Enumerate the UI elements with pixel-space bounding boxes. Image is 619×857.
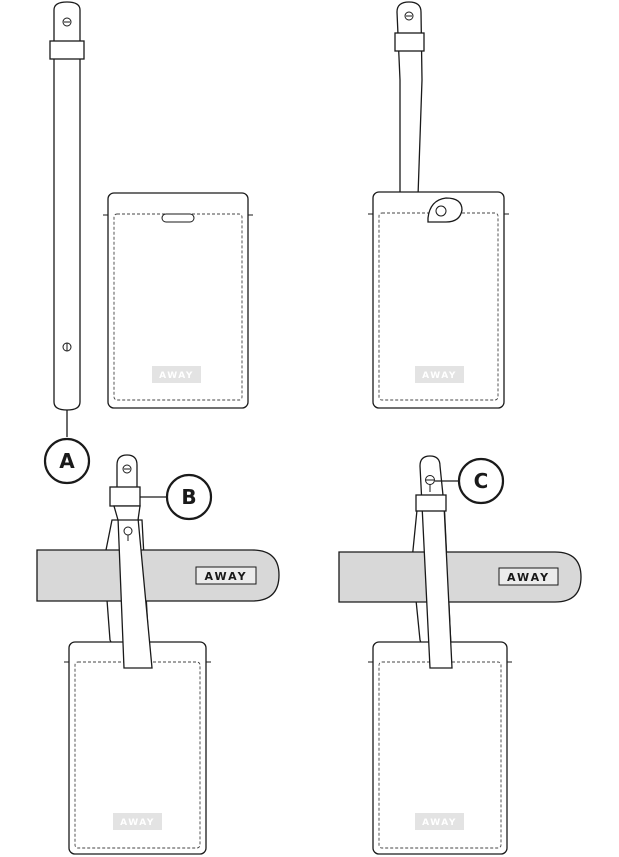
suitcase-handle: AWAY	[36, 549, 280, 602]
callout-a-label: A	[59, 449, 75, 473]
step-1-parts: AWAY A	[43, 1, 253, 485]
tag-logo: AWAY	[159, 371, 194, 381]
tag-logo-3: AWAY	[120, 818, 155, 828]
tag-body-4: AWAY	[368, 641, 512, 855]
callout-a: A	[43, 410, 91, 485]
callout-b-label: B	[181, 485, 196, 509]
callout-b: B	[140, 473, 213, 521]
tag-body-threaded: AWAY	[368, 191, 509, 409]
tag-body-3: AWAY	[64, 641, 211, 855]
tag-logo-4: AWAY	[422, 818, 457, 828]
handle-logo-plate	[195, 566, 257, 585]
callout-c: C	[435, 457, 505, 505]
step-2-threaded: AWAY	[368, 1, 509, 409]
strap-threaded	[394, 1, 425, 197]
tag-logo-plate-2	[415, 366, 464, 383]
handle-logo-2: AWAY	[507, 571, 550, 584]
step-4-secured: AWAY AWAY C	[338, 455, 582, 855]
callout-c-label: C	[474, 469, 489, 493]
step-3-around-handle: AWAY AWAY B	[36, 454, 280, 855]
handle-logo: AWAY	[204, 570, 247, 583]
handle-logo-plate-2	[498, 567, 559, 586]
suitcase-handle-2: AWAY	[338, 551, 582, 603]
tag-logo-plate-3	[113, 813, 162, 830]
tag-logo-plate	[152, 366, 201, 383]
strap-loose	[49, 1, 85, 411]
strap-top-3	[109, 454, 141, 521]
strap-front-4	[415, 455, 453, 669]
tag-logo-plate-4	[415, 813, 464, 830]
tag-body-slot: AWAY	[103, 192, 253, 409]
tag-logo-2: AWAY	[422, 371, 457, 381]
